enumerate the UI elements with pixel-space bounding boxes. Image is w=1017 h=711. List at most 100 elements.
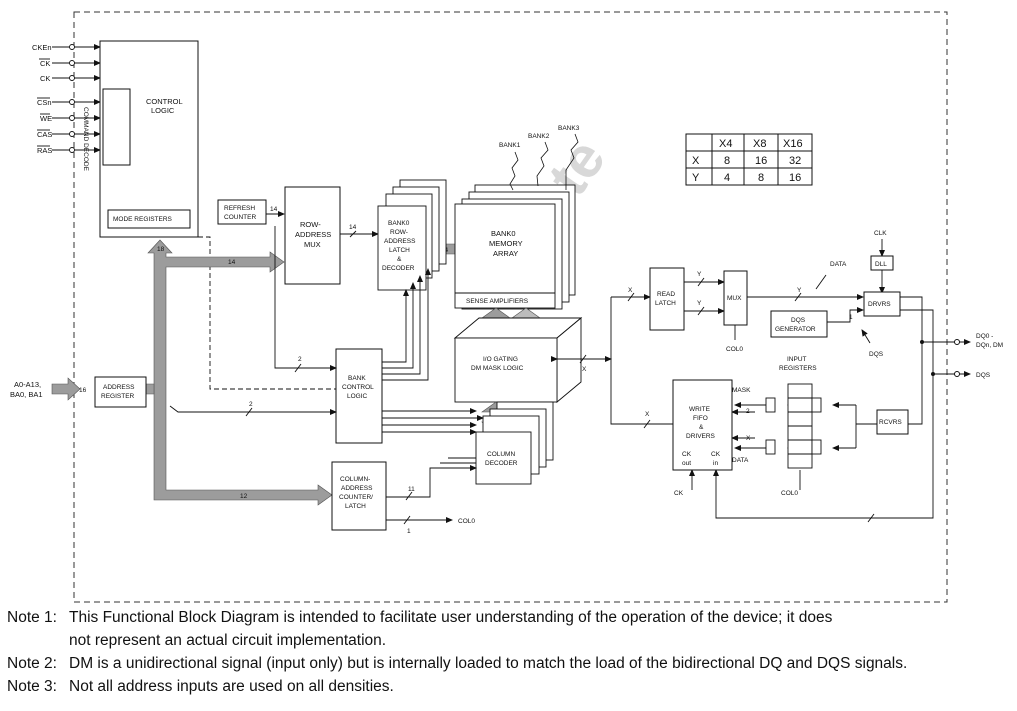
refresh-counter-label-1: REFRESH — [224, 205, 255, 212]
table-header-x8: X8 — [753, 138, 766, 150]
memory-array-label-2: MEMORY — [489, 239, 523, 248]
mux-label: MUX — [727, 295, 742, 302]
note-3-text: Not all address inputs are used on all d… — [69, 678, 394, 695]
memory-array-label-1: BANK0 — [491, 229, 516, 238]
signal-ck-bar: CK — [40, 59, 50, 68]
note-2-key: Note 2: — [7, 655, 57, 672]
input-registers-label-1: INPUT — [787, 356, 807, 363]
control-logic-label-1: CONTROL — [146, 97, 183, 106]
table-row-x-x8: 16 — [755, 155, 767, 167]
table-row-y-label: Y — [692, 172, 700, 184]
table-row-y-x4: 4 — [724, 172, 730, 184]
dll-block — [870, 255, 894, 271]
drivers-block — [863, 291, 901, 317]
bank0-row-label-4: LATCH — [389, 247, 410, 254]
signal-cke: CKEn — [32, 43, 52, 52]
table-header-x4: X4 — [719, 138, 732, 150]
mode-registers-label: MODE REGISTERS — [113, 216, 173, 223]
input-registers-label-2: REGISTERS — [779, 365, 817, 372]
note-1-continuation: not represent an actual circuit implemen… — [69, 632, 387, 649]
io-gating-label-2: DM MASK LOGIC — [471, 365, 524, 372]
bank2-label: BANK2 — [528, 133, 550, 140]
address-width-label: 16 — [79, 387, 87, 394]
ck-in-label-1: CK — [711, 451, 721, 458]
mux-col0-label: COL0 — [726, 346, 743, 353]
data-label-write: DATA — [732, 457, 749, 464]
bus-width-1-col0: 1 — [407, 528, 411, 535]
clk-label: CLK — [874, 230, 887, 237]
io-gating-block — [453, 317, 583, 403]
dqs-input-label: DQS — [869, 351, 884, 358]
dll-label: DLL — [875, 261, 887, 268]
column-counter-label-4: LATCH — [345, 503, 366, 510]
xy-width-table — [685, 133, 813, 186]
dq-output-label-2: DQn, DM — [976, 342, 1003, 349]
address-input-label-1: A0-A13, — [14, 380, 41, 389]
bank1-label: BANK1 — [499, 142, 521, 149]
drivers-label: DRVRS — [868, 301, 891, 308]
column-address-counter-block — [331, 461, 387, 531]
table-row-y-x16: 16 — [789, 172, 801, 184]
col0-output-label: COL0 — [458, 518, 475, 525]
table-row-x-x16: 32 — [789, 155, 801, 167]
note-1: Note 1: This Functional Block Diagram is… — [7, 606, 1012, 629]
write-fifo-label-4: DRIVERS — [686, 433, 716, 440]
bank-control-label-1: BANK — [348, 375, 366, 382]
dqs-gen-label-1: DQS — [791, 317, 806, 324]
refresh-counter-block — [217, 199, 267, 225]
row-mux-label-3: MUX — [304, 240, 321, 249]
table-row-y-x8: 8 — [758, 172, 764, 184]
note-3-key: Note 3: — [7, 678, 57, 695]
bank0-row-label-5: & — [397, 256, 402, 263]
y-label-read-2: Y — [697, 300, 702, 307]
receivers-label: RCVRS — [879, 419, 902, 426]
address-input-label-2: BA0, BA1 — [10, 390, 43, 399]
row-mux-label-2: ADDRESS — [295, 230, 331, 239]
receivers-block — [876, 409, 909, 435]
refresh-counter-label-2: COUNTER — [224, 214, 256, 221]
y-label-read-1: Y — [697, 271, 702, 278]
signal-ras: RAS — [37, 146, 52, 155]
mask-width-2: 2 — [746, 408, 750, 415]
sense-amps-label: SENSE AMPLIFIERS — [466, 298, 529, 305]
note-1-key: Note 1: — [7, 609, 57, 626]
column-decoder-label-1: COLUMN — [487, 451, 515, 458]
bank-row-latch-stack — [377, 179, 447, 291]
ck-in-label-2: in — [713, 460, 718, 467]
wires — [169, 226, 971, 525]
y-label-mux: Y — [797, 287, 802, 294]
bank0-row-label-1: BANK0 — [388, 220, 410, 227]
read-latch-label-2: LATCH — [655, 300, 676, 307]
ck-out-label-2: out — [682, 460, 691, 467]
signal-cs: CSn — [37, 98, 52, 107]
dqs-output-label: DQS — [976, 372, 991, 379]
bank3-label: BANK3 — [558, 125, 580, 132]
memory-array-stack — [454, 184, 576, 310]
command-decode-block — [102, 88, 131, 166]
write-fifo-label-2: FIFO — [693, 415, 708, 422]
dqs-gen-label-2: GENERATOR — [775, 326, 816, 333]
signal-cas: CAS — [37, 130, 52, 139]
column-decoder-label-2: DECODER — [485, 460, 518, 467]
ck-out-label-1: CK — [682, 451, 692, 458]
control-logic-label-2: LOGIC — [151, 106, 175, 115]
column-counter-label-2: ADDRESS — [341, 485, 373, 492]
bus-width-12: 12 — [240, 493, 248, 500]
bus-width-14-refresh: 14 — [270, 206, 278, 213]
note-3: Note 3: Not all address inputs are used … — [7, 675, 1012, 698]
bus-width-18: 18 — [157, 246, 165, 253]
mode-registers-block — [107, 209, 191, 229]
write-fifo-block — [672, 379, 733, 471]
dq-junction — [920, 340, 924, 344]
dqs-pin — [954, 371, 960, 377]
bank-control-logic-block — [335, 348, 383, 444]
bus-width-14-row: 14 — [228, 259, 236, 266]
chip-boundary — [73, 11, 948, 603]
bus-width-11: 11 — [408, 486, 415, 493]
column-decoder-stack — [475, 401, 554, 485]
table-header-x16: X16 — [783, 138, 803, 150]
bus-width-2-bank: 2 — [298, 356, 302, 363]
command-decode-label: COMMAND DECODE — [82, 107, 89, 172]
bus-width-2-addr: 2 — [249, 401, 253, 408]
